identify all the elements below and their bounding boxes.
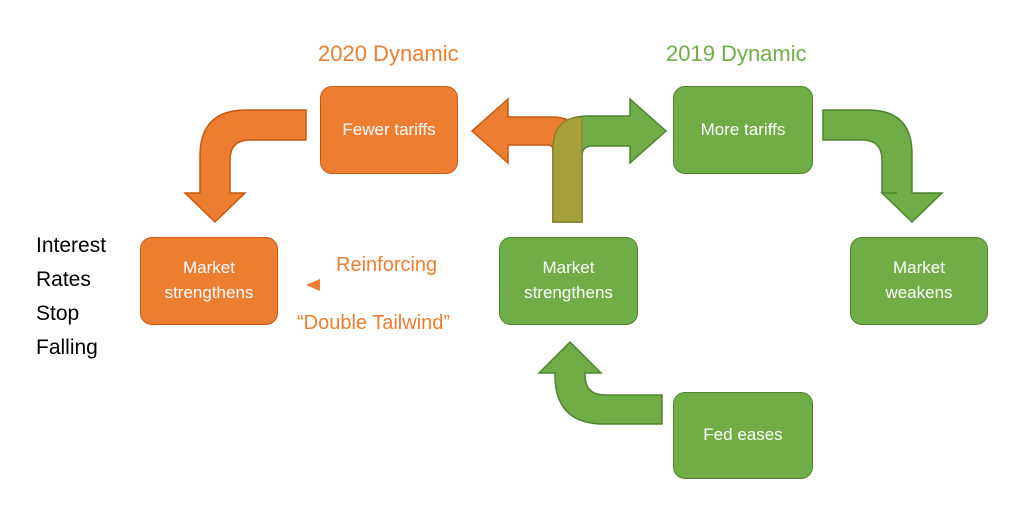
box-more-tariffs: More tariffs [673,86,813,174]
arrow-overlap [552,116,583,223]
arrow-fed-to-center [537,340,663,425]
arrow-fewer-to-left-market [183,109,307,224]
box-market-strengthens-center: Market strengthens [499,237,638,325]
box-market-strengthens-left: Market strengthens [140,237,278,325]
double-tailwind-label: “Double Tailwind” [297,312,451,334]
reinforcing-label: Reinforcing [336,254,438,276]
interest-rates-note: Interest Rates Stop Falling [36,234,107,359]
reinforcing-arrow-head [306,279,320,291]
heading-2020-dynamic: 2020 Dynamic [318,41,459,66]
arrow-more-to-weakens [822,109,944,224]
box-market-weakens: Market weakens [850,237,988,325]
box-fed-eases: Fed eases [673,392,813,479]
box-fewer-tariffs: Fewer tariffs [320,86,458,174]
heading-2019-dynamic: 2019 Dynamic [666,41,807,66]
